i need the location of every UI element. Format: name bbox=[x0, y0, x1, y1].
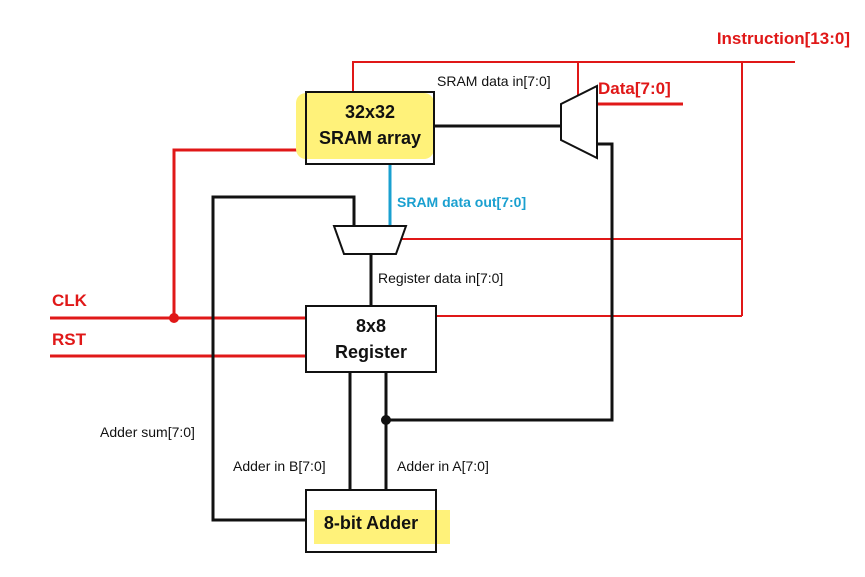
rst-label: RST bbox=[52, 330, 87, 349]
adder-in-b-label: Adder in B[7:0] bbox=[233, 458, 326, 474]
sram-title-line2: SRAM array bbox=[319, 128, 421, 148]
sram-box bbox=[305, 91, 435, 165]
sram-title-line1: 32x32 bbox=[345, 102, 395, 122]
data-label: Data[7:0] bbox=[598, 79, 671, 98]
register-feedback-wire bbox=[386, 142, 614, 422]
register-data-in-label: Register data in[7:0] bbox=[378, 270, 503, 286]
instruction-bus-wire bbox=[352, 61, 795, 92]
adder-in-a-label: Adder in A[7:0] bbox=[397, 458, 489, 474]
instruction-label: Instruction[13:0] bbox=[717, 29, 850, 48]
register-title-line1: 8x8 bbox=[356, 316, 386, 336]
clk-junction-dot bbox=[169, 313, 179, 323]
adder-block: 8-bit Adder bbox=[305, 489, 450, 553]
clk-to-sram-wire bbox=[172, 148, 306, 318]
sram-data-in-label: SRAM data in[7:0] bbox=[437, 73, 551, 89]
adder-highlight bbox=[314, 510, 450, 544]
adder-sum-wire bbox=[211, 195, 356, 522]
sram-block: 32x32 SRAM array bbox=[296, 91, 435, 165]
data-wires bbox=[211, 124, 614, 522]
clk-label: CLK bbox=[52, 291, 88, 310]
register-input-mux bbox=[332, 225, 408, 255]
register-title-line2: Register bbox=[335, 342, 407, 362]
sram-data-out-label: SRAM data out[7:0] bbox=[397, 194, 526, 210]
register-block: 8x8 Register bbox=[305, 305, 437, 373]
sram-highlight bbox=[296, 93, 434, 159]
adder-title: 8-bit Adder bbox=[324, 513, 418, 533]
adder-box bbox=[305, 489, 437, 553]
adder-sum-label: Adder sum[7:0] bbox=[100, 424, 195, 440]
control-wires bbox=[50, 61, 795, 358]
register-box bbox=[305, 305, 437, 373]
adder-a-junction-dot bbox=[381, 415, 391, 425]
data-input-mux bbox=[560, 84, 598, 160]
